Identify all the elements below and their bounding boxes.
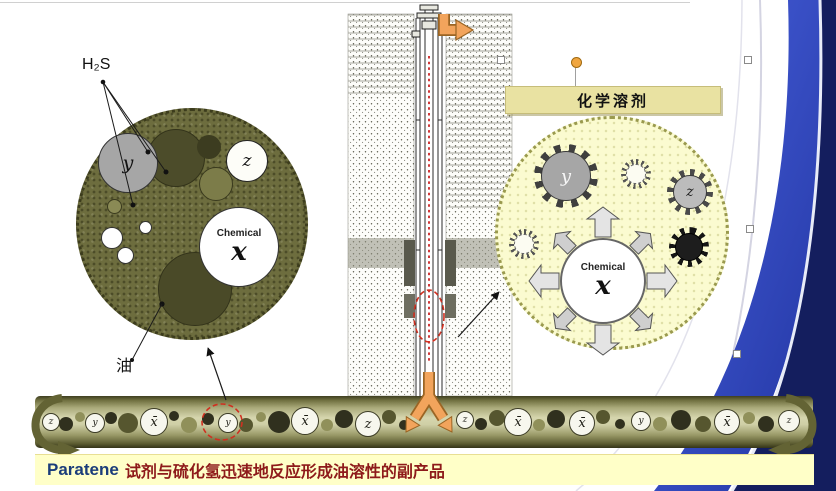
rotation-handle-stem [575,66,576,86]
gas-bubble-white-1 [101,227,123,249]
bubble-y: y [98,133,158,193]
rotation-handle[interactable] [571,57,582,68]
selection-handle[interactable] [746,225,754,233]
slide-edge-line [0,2,690,3]
flowline-pipe [35,396,813,448]
pipe-to-oil-arrow [206,347,227,401]
wellhead [411,4,442,38]
caption-brand: Paratene [47,460,119,479]
wellbore-diagram [347,4,513,397]
oil-dark-bubble-bottom [158,252,232,326]
bubble-z-label: z [242,151,252,171]
oil-olive-bubble [199,167,233,201]
oil-drop-circle [76,108,308,340]
selection-handle[interactable] [733,350,741,358]
oil-label: 油 [116,358,133,375]
caption-bar: Paratene 试剂与硫化氢迅速地反应形成油溶性的副产品 [35,454,814,485]
chemical-x-label: x [231,237,247,267]
h2s-label: H₂S [82,56,111,73]
packers [404,240,456,318]
oil-pointer-line [131,303,163,361]
oil-dark-bubble [147,129,205,187]
bubble-y-label: y [122,152,134,174]
formation-left [347,13,415,397]
gas-bubble-white-2 [117,247,134,264]
gas-bubble-olive [107,199,122,214]
pointer-dots [100,79,169,362]
h2s-pointer-lines [102,81,167,206]
selection-handle[interactable] [744,56,752,64]
chemical-word: Chemical [216,228,262,239]
gas-bubble-white-3 [139,221,152,234]
caption-text: 试剂与硫化氢迅速地反应形成油溶性的副产品 [124,464,445,481]
formation-right [445,13,513,397]
bubble-z: z [226,140,268,182]
chemical-x-bubble: Chemical x [199,207,279,287]
selection-handle[interactable] [497,56,505,64]
oil-dark-bubble-small [197,135,221,159]
